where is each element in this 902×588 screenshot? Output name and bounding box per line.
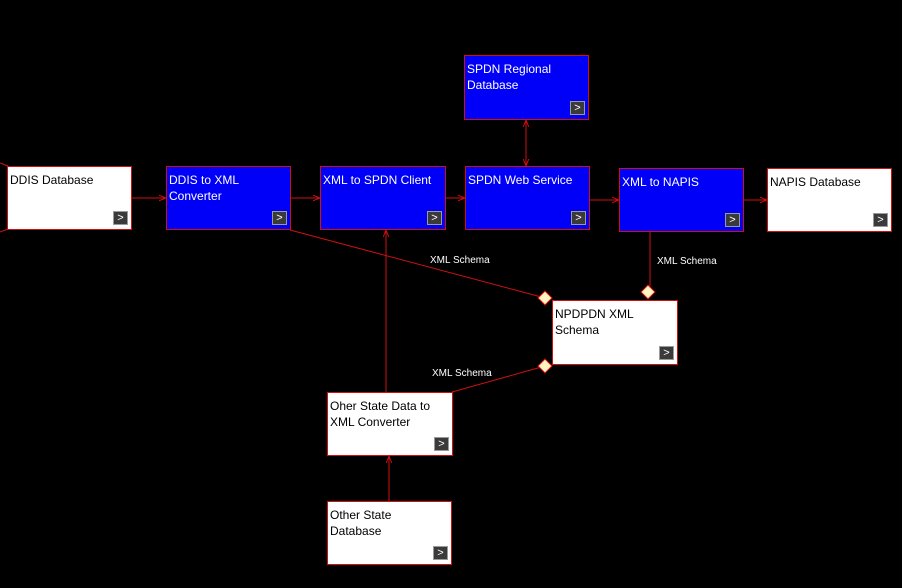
- node-other-state-converter[interactable]: Oher State Data to XML Converter >: [327, 392, 453, 456]
- expand-arrow-icon[interactable]: >: [272, 211, 287, 225]
- expand-arrow-icon[interactable]: >: [433, 546, 448, 560]
- node-spdn-regional-database[interactable]: SPDN Regional Database >: [464, 55, 589, 120]
- expand-arrow-icon[interactable]: >: [434, 437, 449, 451]
- schema-diamond-3: [537, 358, 553, 374]
- edge-label-xml-schema: XML Schema: [430, 255, 490, 266]
- expand-arrow-icon[interactable]: >: [725, 213, 740, 227]
- node-label: XML to SPDN Client: [323, 173, 432, 187]
- edge-other-converter-schema: [451, 365, 546, 393]
- node-label: SPDN Regional Database: [467, 62, 552, 92]
- expand-arrow-icon[interactable]: >: [570, 101, 585, 115]
- node-other-state-database[interactable]: Other State Database >: [327, 501, 452, 565]
- ddis-in-stub-top: [0, 162, 9, 167]
- node-label: SPDN Web Service: [468, 173, 573, 187]
- node-label: XML to NAPIS: [622, 175, 699, 189]
- node-label: NAPIS Database: [770, 175, 861, 189]
- ddis-in-stub-bottom: [0, 228, 9, 233]
- schema-diamond-1: [537, 290, 553, 306]
- expand-arrow-icon[interactable]: >: [427, 211, 442, 225]
- node-label: NPDPDN XML Schema: [555, 307, 634, 337]
- edge-label-xml-schema: XML Schema: [657, 256, 717, 267]
- expand-arrow-icon[interactable]: >: [659, 346, 674, 360]
- node-ddis-to-xml-converter[interactable]: DDIS to XML Converter >: [166, 166, 291, 230]
- node-spdn-web-service[interactable]: SPDN Web Service >: [465, 166, 590, 230]
- node-xml-to-spdn-client[interactable]: XML to SPDN Client >: [320, 166, 446, 230]
- node-label: Oher State Data to XML Converter: [330, 399, 431, 429]
- node-label: Other State Database: [330, 508, 392, 538]
- schema-diamond-2: [640, 284, 656, 300]
- expand-arrow-icon[interactable]: >: [113, 211, 128, 225]
- node-label: DDIS Database: [10, 173, 94, 187]
- node-label: DDIS to XML Converter: [169, 173, 239, 203]
- node-xml-to-napis[interactable]: XML to NAPIS >: [619, 168, 744, 232]
- expand-arrow-icon[interactable]: >: [571, 211, 586, 225]
- edge-ddis-converter-schema: [289, 229, 546, 299]
- edge-label-xml-schema: XML Schema: [432, 368, 492, 379]
- node-ddis-database[interactable]: DDIS Database >: [7, 166, 132, 230]
- expand-arrow-icon[interactable]: >: [873, 213, 888, 227]
- node-napis-database[interactable]: NAPIS Database >: [767, 168, 892, 232]
- node-npdpdn-xml-schema[interactable]: NPDPDN XML Schema >: [552, 300, 678, 365]
